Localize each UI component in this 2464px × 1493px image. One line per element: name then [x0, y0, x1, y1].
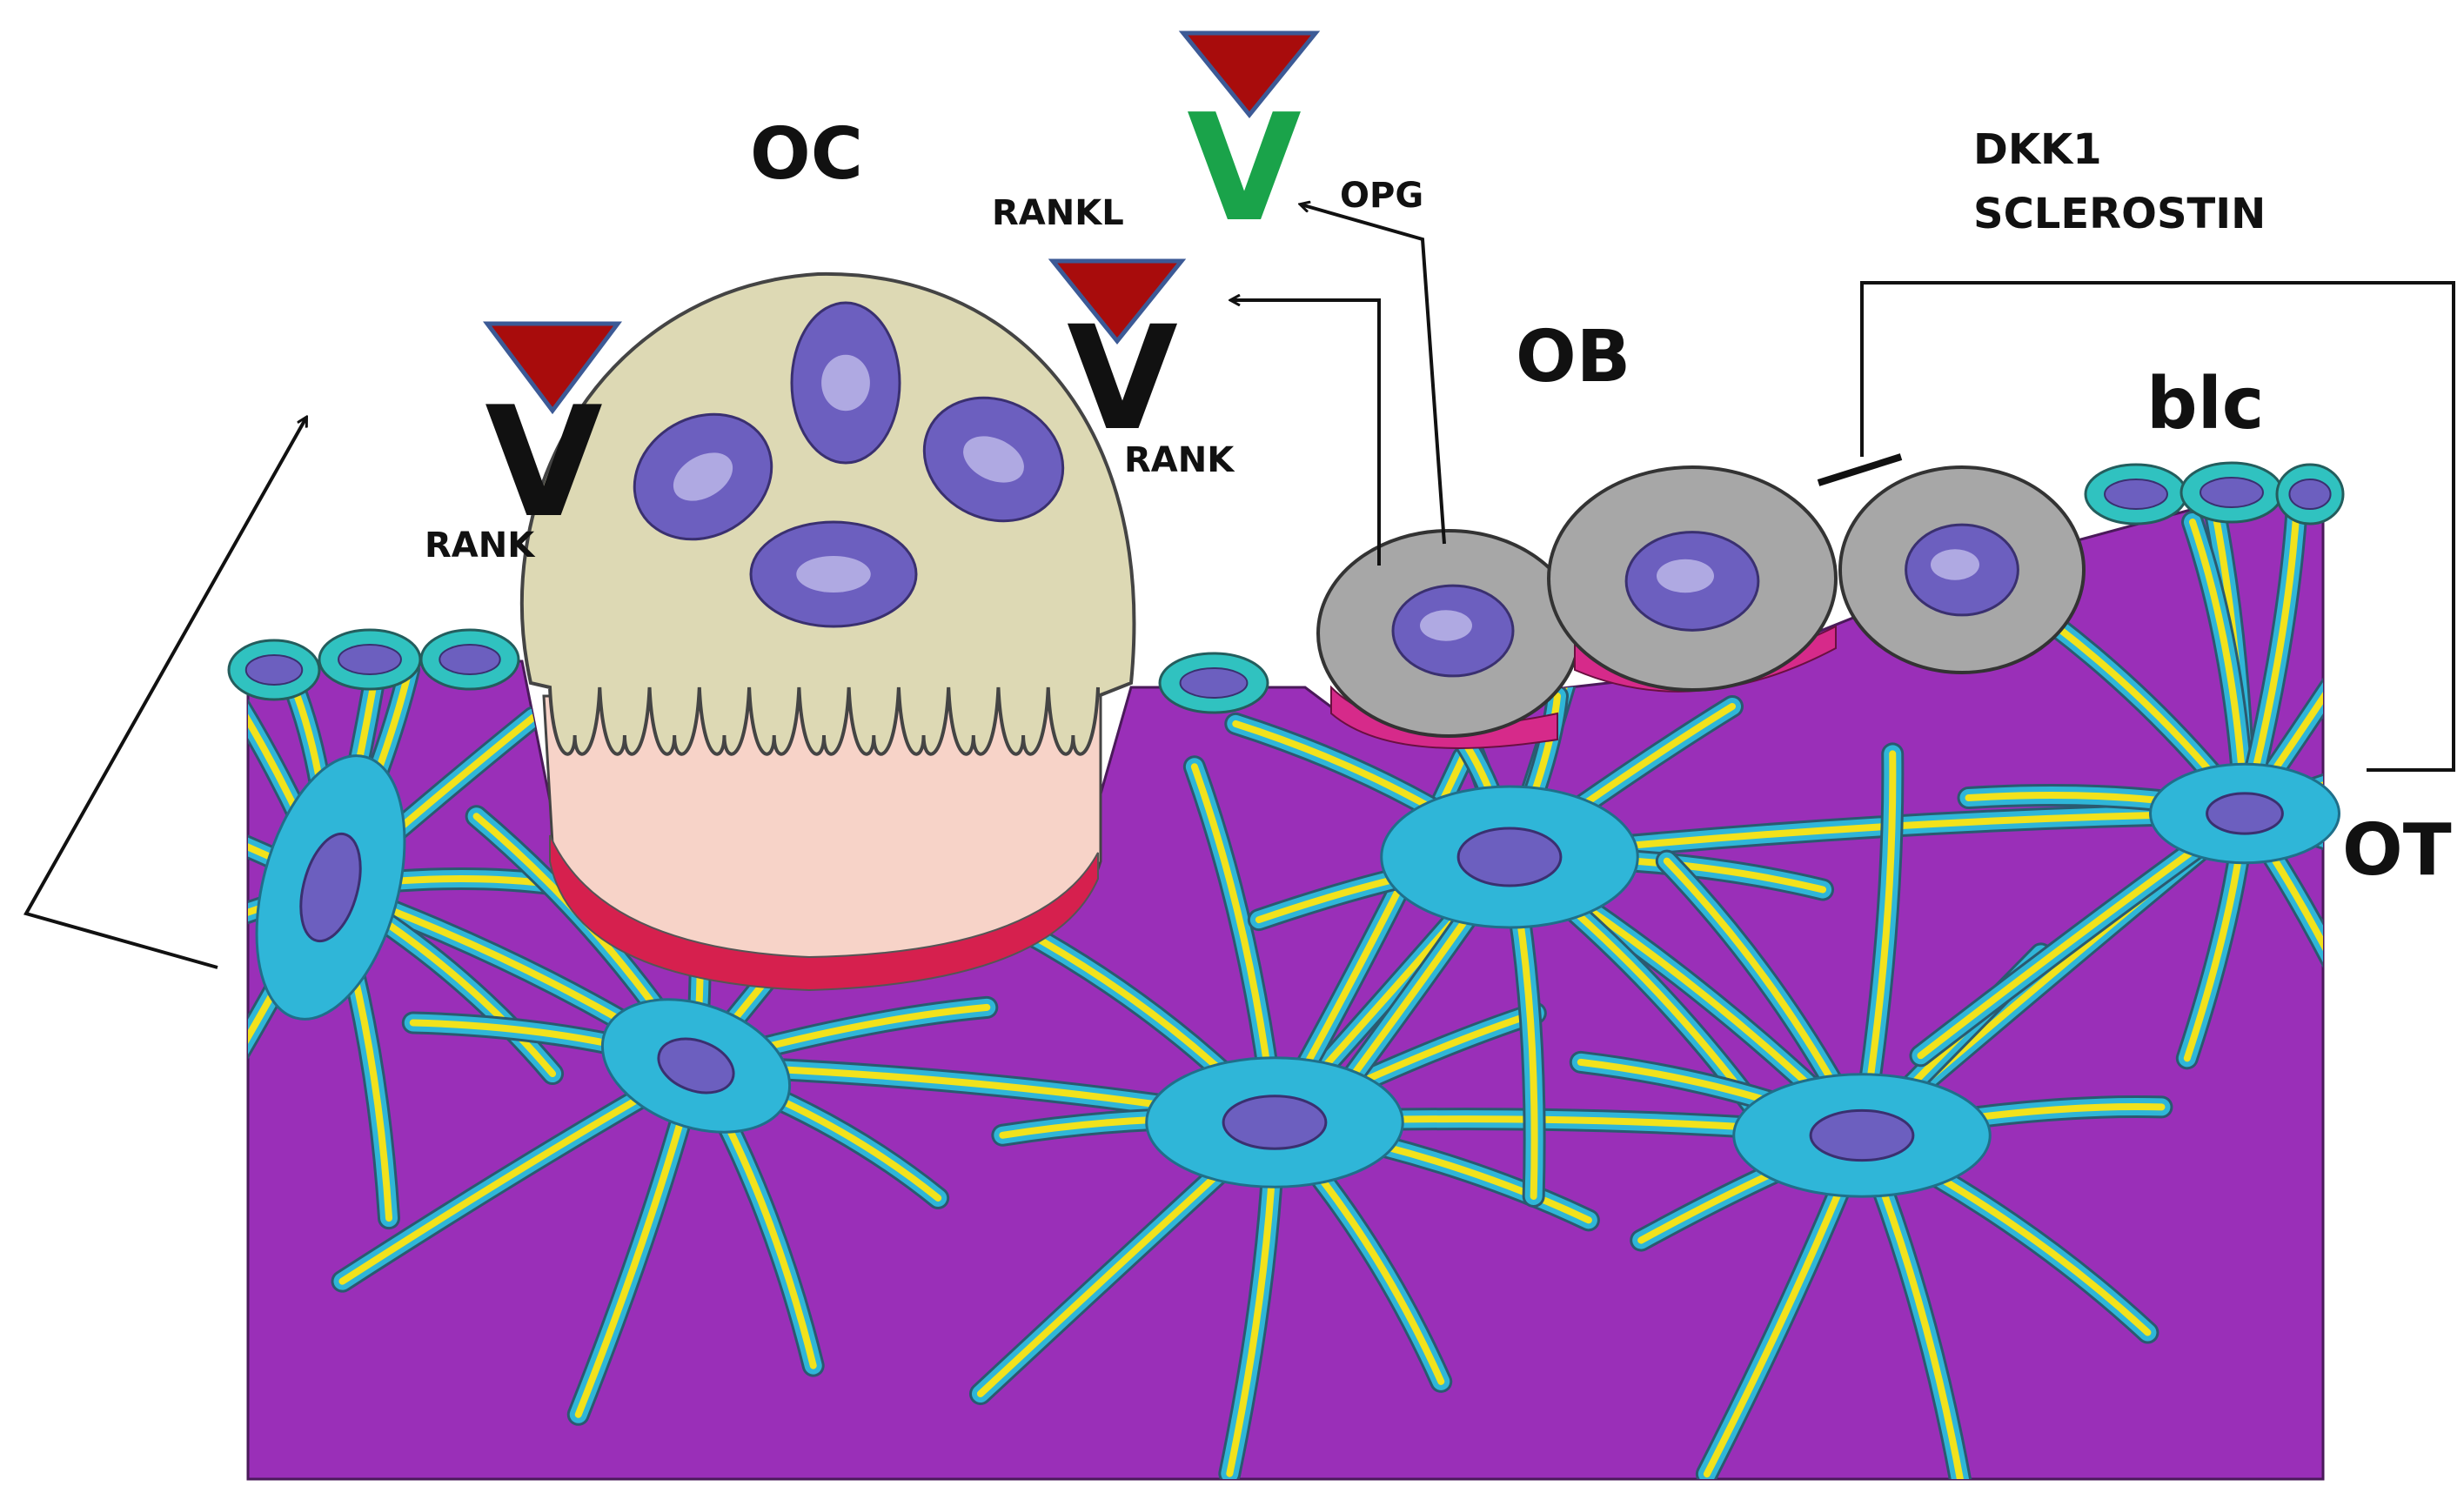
label-rank-right: RANK — [1124, 440, 1235, 480]
label-sclerostin: SCLEROSTIN — [1973, 190, 2266, 238]
arrow-icon — [23, 418, 306, 969]
lining-cell-nucleus — [2288, 479, 2332, 510]
label-dkk1: DKK1 — [1973, 125, 2102, 174]
inhibition-bar-icon — [1817, 453, 1903, 486]
osteocyte-nucleus — [1222, 1095, 1328, 1150]
v-rank-left: V — [485, 375, 602, 552]
lining-cell-nucleus — [1179, 667, 1249, 699]
nucleus-highlight — [796, 556, 871, 593]
sclerostin-feedback-line — [1860, 281, 2455, 772]
bone-lining-cells — [227, 461, 2345, 714]
osteoblasts — [1316, 465, 2086, 749]
osteocytes — [255, 754, 2340, 1198]
nucleus-highlight — [963, 436, 1024, 483]
lining-cell-nucleus — [244, 654, 304, 686]
label-rankl: RANKL — [992, 193, 1124, 233]
signal-arrows — [23, 204, 2455, 969]
lining-cell-nucleus — [2104, 479, 2168, 510]
nucleus-highlight — [821, 354, 870, 412]
label-oc: OC — [750, 113, 863, 196]
label-ob: OB — [1516, 316, 1630, 398]
nucleus-highlight — [1420, 610, 1472, 641]
canaliculus-core — [2241, 474, 2323, 817]
osteocyte-nucleus — [1809, 1108, 1915, 1162]
arrow-icon — [1301, 204, 1446, 545]
arrow-icon — [1231, 300, 1381, 566]
v-rank-right: V — [1067, 295, 1178, 462]
osteoclast-body — [519, 271, 1136, 756]
label-opg: OPG — [1340, 176, 1423, 216]
label-rank-left: RANK — [425, 526, 536, 566]
down-triangle-icon — [1178, 30, 1321, 118]
nucleus-highlight — [1657, 559, 1714, 593]
osteocyte-nucleus — [1456, 827, 1563, 887]
down-triangle-icon — [1048, 258, 1187, 345]
label-ot: OT — [2342, 809, 2452, 892]
lining-cell-nucleus — [338, 644, 402, 675]
osteoclast — [519, 271, 1136, 992]
label-blc: blc — [2146, 363, 2264, 445]
v-opg: V — [1187, 83, 1302, 255]
lining-cell-nucleus — [439, 644, 501, 675]
nucleus-highlight — [1931, 549, 1979, 580]
resorption-lacuna-edge — [549, 834, 1099, 992]
osteocyte-nucleus — [299, 832, 362, 943]
decrease-indicators — [483, 30, 1321, 415]
osteocyte-nucleus — [2206, 792, 2284, 835]
osteocyte-nucleus — [657, 1037, 735, 1095]
nucleus-highlight — [673, 452, 733, 501]
osteoclast-nuclei — [633, 301, 1065, 628]
down-triangle-icon — [483, 321, 622, 415]
lining-cell-nucleus — [2200, 477, 2264, 508]
